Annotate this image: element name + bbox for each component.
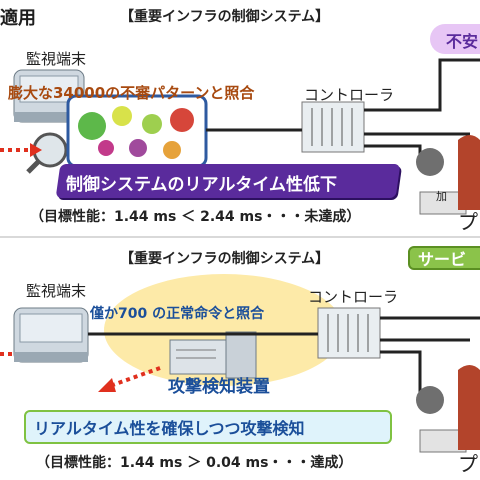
- detector-label: 攻撃検知装置: [168, 377, 270, 397]
- plant-equipment-bottom: [416, 365, 480, 453]
- controller-bottom: [317, 307, 381, 359]
- section-title-top: 【重要インフラの制御システム】: [120, 9, 330, 25]
- attack-arrow-bottom: [98, 366, 161, 392]
- plant-label-bottom: プ: [458, 452, 478, 476]
- performance-text-top: （目標性能：1.44 ms ＜ 2.44 ms・・・未達成）: [30, 209, 361, 225]
- controller-top: [301, 101, 365, 153]
- highlight-area: [104, 274, 344, 386]
- badge-applied: 適用: [0, 8, 36, 29]
- controller-label-top: コントローラ: [304, 86, 395, 104]
- performance-text-bottom: （目標性能：1.44 ms ＞ 0.04 ms・・・達成）: [36, 455, 353, 471]
- result-box: [24, 410, 392, 444]
- badge-service: サービ: [408, 246, 480, 270]
- plant-label-top: プ: [458, 210, 478, 234]
- slowdown-ribbon-text: 制御システムのリアルタイム性低下: [66, 175, 337, 195]
- section-title-bottom: 【重要インフラの制御システム】: [120, 251, 330, 267]
- result-text: リアルタイム性を確保しつつ攻撃検知: [34, 419, 305, 438]
- wiring-bottom: [88, 316, 480, 392]
- monitor-label-top: 監視端末: [26, 50, 87, 68]
- compare-note-bottom: 僅か700 の正常命令と照合: [90, 306, 265, 322]
- monitor-label-bottom: 監視端末: [26, 282, 87, 300]
- compare-note-top: 膨大な34000の不審パターンと照合: [8, 84, 255, 102]
- attack-arrow-top: [0, 143, 42, 157]
- plant-equipment-top: [416, 135, 480, 215]
- warning-text: 不安: [446, 32, 479, 51]
- wiring-top: [206, 58, 480, 160]
- plant-label-small-top: 加: [436, 190, 447, 203]
- pattern-box: [66, 94, 208, 168]
- warning-cloud: [430, 24, 480, 54]
- detector-device: [169, 331, 257, 379]
- controller-label-bottom: コントローラ: [308, 288, 399, 306]
- monitor-terminal-bottom: [13, 307, 89, 363]
